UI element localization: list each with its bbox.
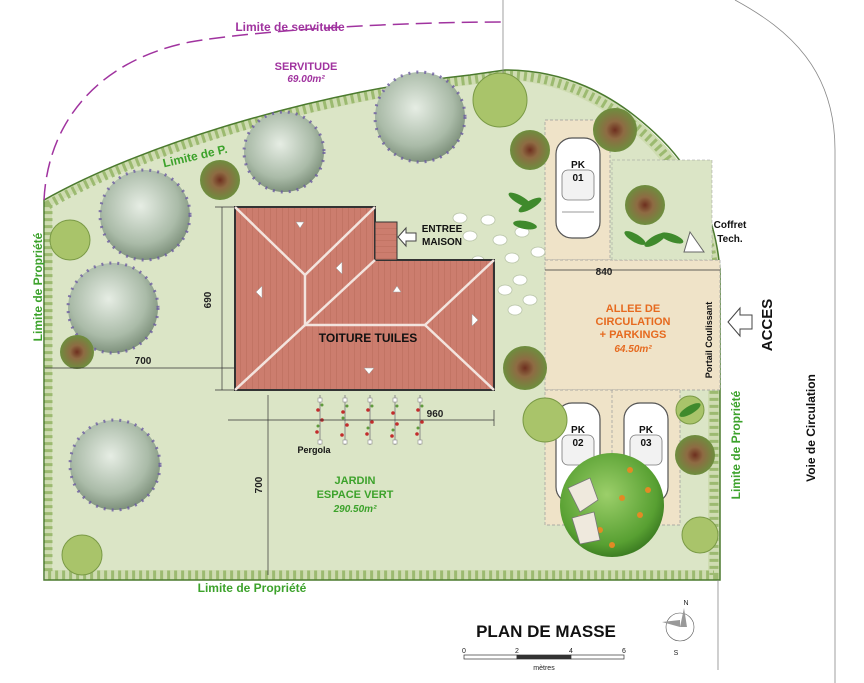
compass-south: S (674, 650, 679, 657)
stepping-stones (452, 212, 546, 316)
garden-label-1: JARDIN (335, 475, 376, 487)
pk01-label-2: 01 (572, 173, 584, 184)
dim-840: 840 (596, 267, 613, 278)
scale-unit: mètres (533, 665, 555, 672)
leafy-plants (508, 192, 701, 417)
bush (66, 261, 160, 355)
limit-label-right: Limite de Propriété (729, 390, 743, 499)
driveway-area: 64.50m² (614, 344, 652, 355)
pk02-label-2: 02 (572, 438, 584, 449)
dim-700-bottom: 700 (254, 476, 265, 493)
dimension-lines (45, 206, 720, 575)
page-title: PLAN DE MASSE (476, 622, 616, 641)
servitude-limit-line (43, 21, 504, 201)
car-pk01 (555, 137, 601, 239)
bush (98, 168, 192, 262)
palms (60, 108, 715, 475)
entrance-label-2: MAISON (422, 237, 462, 248)
dim-960: 960 (427, 409, 444, 420)
bush (373, 70, 467, 164)
coffret-label-2: Tech. (717, 234, 743, 245)
scale-tick-6: 6 (622, 648, 626, 655)
roof-label: TOITURE TUILES (319, 331, 417, 345)
pk03-label-2: 03 (640, 438, 652, 449)
driveway-label-3: + PARKINGS (600, 329, 667, 341)
limit-label-left: Limite de Propriété (31, 232, 45, 341)
garden-label-2: ESPACE VERT (317, 489, 394, 501)
road-edge-line (734, 0, 836, 683)
dim-700-left: 700 (135, 356, 152, 367)
compass-rose-icon: N S (662, 600, 698, 657)
scale-bar: 0 2 4 6 mètres (462, 648, 626, 672)
bush (68, 418, 162, 512)
dim-690: 690 (203, 291, 214, 308)
coffret-box (683, 230, 705, 253)
bush (242, 110, 326, 194)
servitude-label: SERVITUDE (275, 61, 338, 73)
pk02-label-1: PK (571, 425, 586, 436)
driveway-label-2: CIRCULATION (596, 316, 671, 328)
access-label: ACCES (759, 299, 776, 352)
scale-tick-2: 2 (515, 648, 519, 655)
entrance-arrow (397, 226, 417, 248)
gate-label: Portail Coulissant (704, 302, 714, 379)
pk01-label-1: PK (571, 160, 586, 171)
access-arrow[interactable] (727, 306, 753, 338)
servitude-limit-label: Limite de servitude (235, 20, 345, 34)
bushes (66, 70, 467, 512)
compass-north: N (683, 600, 688, 607)
large-tree (560, 453, 664, 557)
garden-area: 290.50m² (333, 504, 377, 515)
entrance-label-1: ENTREE (422, 224, 463, 235)
scale-tick-4: 4 (569, 648, 573, 655)
pergola-label: Pergola (297, 445, 331, 455)
servitude-area: 69.00m² (287, 74, 325, 85)
shrubs (49, 72, 719, 576)
driveway-label-1: ALLEE DE (606, 303, 660, 315)
limit-label-bottom: Limite de Propriété (198, 581, 307, 595)
scale-tick-0: 0 (462, 648, 466, 655)
pk03-label-1: PK (639, 425, 654, 436)
coffret-label-1: Coffret (714, 220, 747, 231)
road-label: Voie de Circulation (804, 374, 818, 482)
